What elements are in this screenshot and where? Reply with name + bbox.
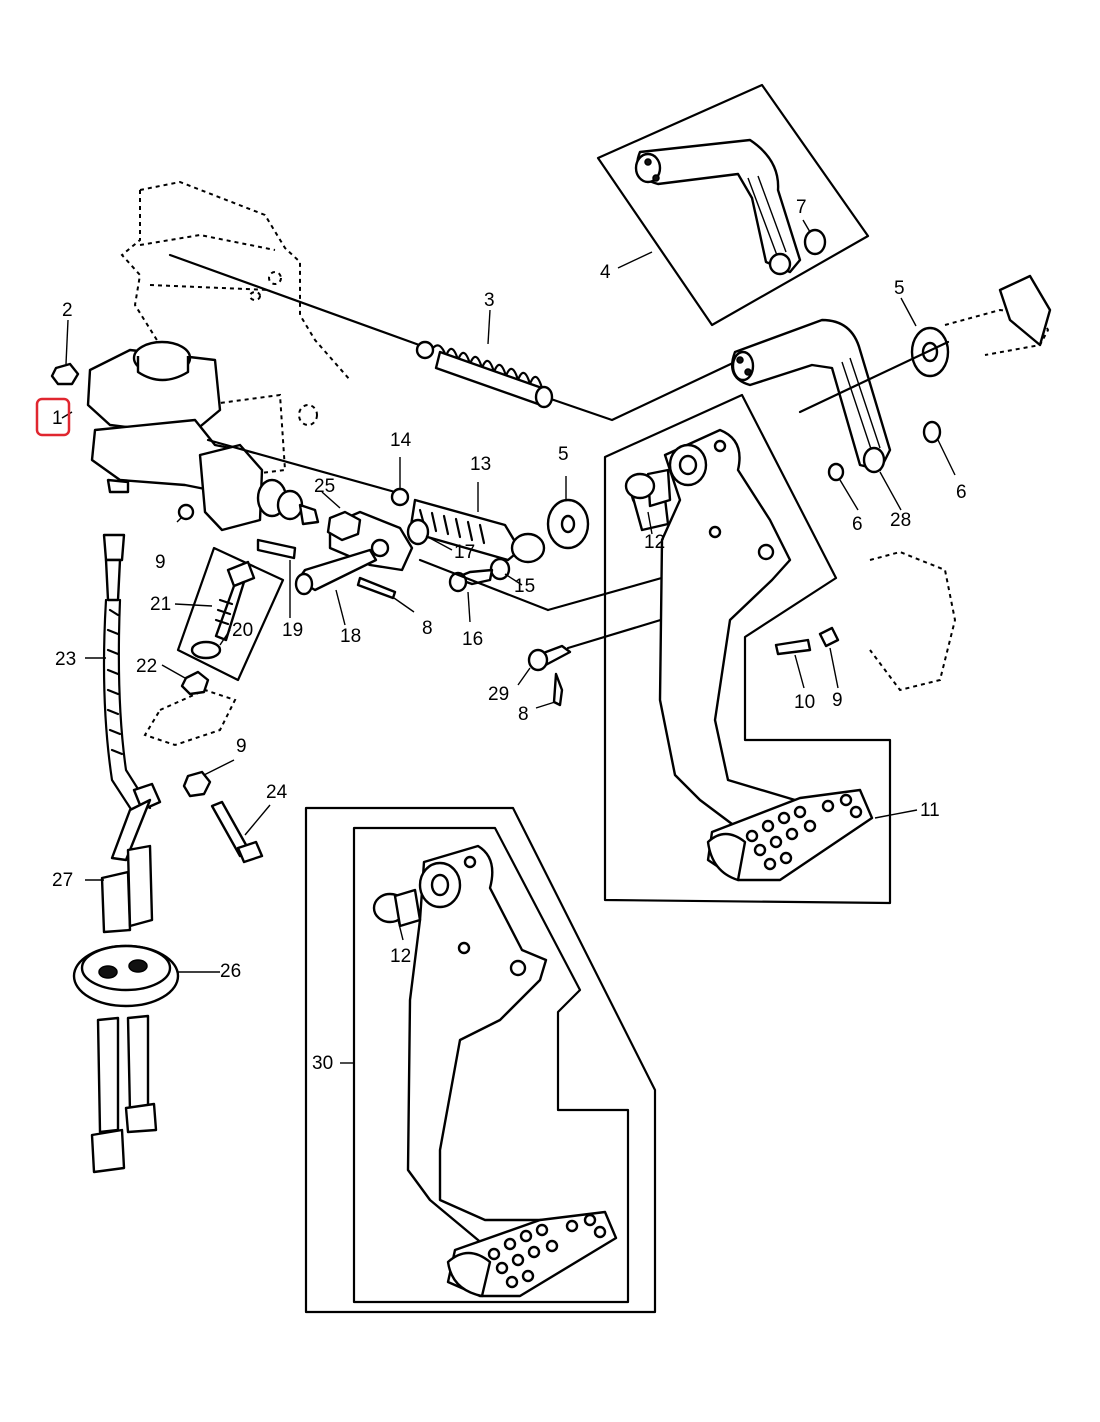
pedal-item-30-box [304, 806, 657, 1314]
callout-3: 3 [484, 290, 495, 311]
callout-13: 13 [470, 454, 491, 475]
callout-21: 21 [150, 594, 171, 615]
lower-bolt-group [176, 503, 271, 864]
callout-6-right: 6 [956, 482, 967, 503]
master-cylinder [86, 340, 320, 532]
callout-6-mid: 6 [852, 514, 863, 535]
callout-15: 15 [514, 576, 535, 597]
callout-11: 11 [920, 800, 940, 821]
callout-1: 1 [52, 408, 63, 429]
pedal-item-11-box [603, 393, 918, 905]
callout-5-lower: 5 [558, 444, 569, 465]
callout-labels: 1 2 3 4 5 5 6 6 7 8 8 9 9 9 10 11 12 12 … [52, 197, 967, 1074]
callout-7: 7 [796, 197, 807, 218]
callout-17: 17 [454, 542, 475, 563]
pedal-bracket-assembly [730, 274, 1052, 511]
callout-4: 4 [600, 262, 611, 283]
callout-2: 2 [62, 300, 73, 321]
callout-28: 28 [890, 510, 911, 531]
callout-22: 22 [136, 656, 157, 677]
callout-12-lower: 12 [390, 946, 411, 967]
callout-8-upper: 8 [422, 618, 433, 639]
callout-14: 14 [390, 430, 412, 451]
pedal-30-studs [487, 1213, 607, 1289]
highlight-box-callout-1 [35, 397, 71, 437]
callout-26: 26 [220, 961, 241, 982]
callout-25: 25 [314, 476, 335, 497]
callout-23: 23 [55, 649, 76, 670]
callout-9-upper: 9 [155, 552, 166, 573]
callout-29: 29 [488, 684, 509, 705]
callout-20: 20 [232, 620, 253, 641]
return-spring-item-3 [168, 253, 737, 422]
callout-16: 16 [462, 629, 483, 650]
nut-item-2 [50, 319, 80, 386]
callout-9-right: 9 [832, 690, 843, 711]
pedal-11-studs [745, 793, 863, 871]
callout-19: 19 [282, 620, 303, 641]
callout-24: 24 [266, 782, 288, 803]
bolt-detail-box [161, 546, 285, 696]
callout-10: 10 [794, 692, 815, 713]
pushrod-group [206, 438, 692, 626]
callout-8-lower: 8 [518, 704, 529, 725]
callout-12-upper: 12 [644, 532, 665, 553]
callout-5-upper: 5 [894, 278, 905, 299]
callout-27: 27 [52, 870, 73, 891]
callout-18: 18 [340, 626, 361, 647]
callout-9-lower: 9 [236, 736, 247, 757]
bracket-detail-box [596, 83, 870, 327]
hydraulic-pipe [72, 533, 220, 1174]
callout-30: 30 [312, 1053, 333, 1074]
